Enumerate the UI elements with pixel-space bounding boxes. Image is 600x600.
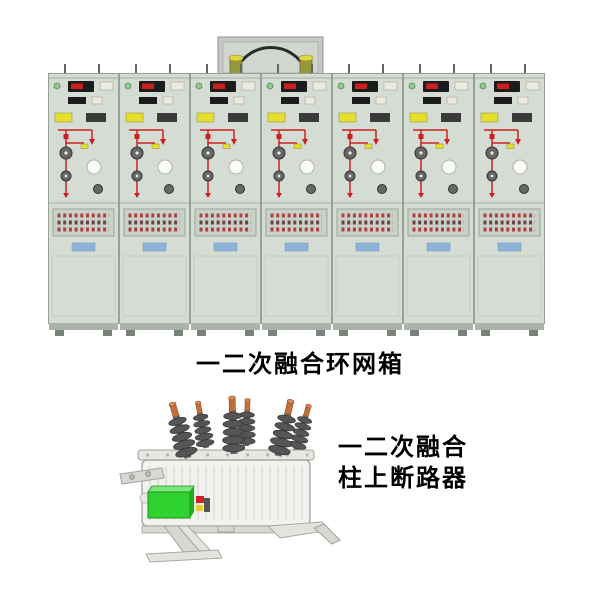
pole-breaker-figure <box>118 378 343 573</box>
breaker-bushings-back <box>188 397 319 453</box>
ring-main-unit-figure <box>40 30 560 342</box>
green-control-block <box>147 491 191 519</box>
pole-breaker-caption: 一二次融合 柱上断路器 <box>338 432 468 494</box>
bushing-front-middle <box>220 395 246 455</box>
breaker-mounting-brackets <box>145 521 341 563</box>
pole-breaker-drawing <box>119 395 341 563</box>
cabinet-4 <box>259 62 334 338</box>
cabinet-3 <box>188 62 263 338</box>
pole-breaker-caption-line2: 柱上断路器 <box>338 464 468 493</box>
breaker-left-assembly <box>119 467 210 519</box>
breaker-bushings-front <box>161 395 303 462</box>
cabinet-7 <box>472 62 547 338</box>
cabinet-2 <box>117 62 192 338</box>
ring-main-unit-drawing <box>46 36 547 338</box>
ring-main-unit-caption: 一二次融合环网箱 <box>196 350 404 378</box>
pole-breaker-caption-line1: 一二次融合 <box>338 433 468 461</box>
cabinet-5 <box>330 62 405 338</box>
cabinet-row <box>46 62 547 338</box>
roof-cable-box <box>217 36 324 78</box>
cabinet-6 <box>401 62 476 338</box>
cabinet-1 <box>46 62 121 338</box>
